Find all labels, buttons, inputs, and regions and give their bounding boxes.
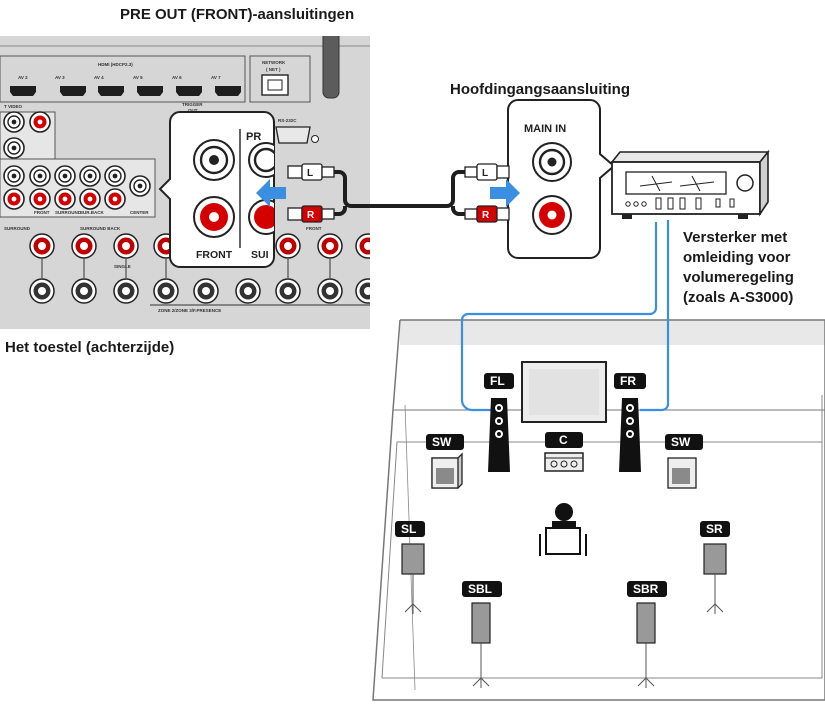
plug-label-r: R [482, 210, 490, 221]
jack-label: FRONT [34, 210, 50, 215]
main-in-label: MAIN IN [524, 123, 566, 135]
surround-label: SURROUND [4, 226, 31, 231]
network-sub-label: ( NET ) [266, 67, 281, 72]
main-in-red-jack [532, 195, 572, 235]
hdmi-ports [10, 86, 241, 96]
hdmi-label: AV 5 [133, 75, 143, 80]
callout-red-jack [193, 196, 235, 238]
rca-cable: L R L R [287, 163, 510, 223]
hdmi-label: AV 2 [18, 75, 28, 80]
hdmi-label: AV 7 [211, 75, 221, 80]
callout-header: PR [246, 131, 261, 143]
hdmi-label: AV 4 [94, 75, 104, 80]
room-layout [372, 319, 825, 701]
speaker-sw-right: SW [665, 434, 703, 489]
speaker-wires [460, 220, 670, 412]
front-speaker-label: FRONT [306, 226, 322, 231]
speaker-sl: SL [395, 521, 425, 614]
rs232c-label: RS-232C [278, 118, 297, 123]
amplifier-caption-line: Versterker met [683, 229, 788, 246]
cable-plug-right-red: R [464, 205, 510, 223]
zone-label: ZONE 2/ZONE 3/F.PRESENCE [158, 308, 221, 313]
cable-plug-left-red: R [287, 205, 335, 223]
speaker-sbl: SBL [462, 581, 502, 688]
arrow-left-icon [256, 179, 286, 207]
trigger-out-label: OUT [188, 108, 198, 113]
speaker-fr: FR [614, 373, 646, 472]
speaker-label-c: C [559, 433, 568, 447]
rs232c-port [275, 126, 311, 144]
volume-knob [736, 174, 754, 192]
speaker-label-sbr: SBR [633, 582, 659, 596]
amplifier [610, 149, 770, 219]
hdmi-label: AV 6 [172, 75, 182, 80]
speaker-label-sw: SW [671, 435, 691, 449]
speaker-c: C [544, 432, 584, 472]
amplifier-caption-line: volumeregeling [683, 269, 794, 286]
cable-plug-right-white: L [464, 163, 510, 181]
amplifier-caption-line: (zoals A-S3000) [683, 289, 794, 306]
listener-icon [539, 503, 587, 556]
plug-label-l: L [482, 168, 488, 179]
vu-meter [625, 171, 727, 195]
speaker-sw-left: SW [426, 434, 464, 489]
speaker-label-sw: SW [432, 435, 452, 449]
pre-out-zoom-callout: PR FRONT SUI [158, 111, 275, 268]
receiver-rear-panel: HDMI (HDCP2.3) AV 2 AV 3 AV 4 AV 5 AV 6 … [0, 36, 370, 329]
video-label: T VIDEO [4, 104, 23, 109]
speaker-fl: FL [484, 373, 514, 472]
speaker-label-sr: SR [706, 522, 723, 536]
device-rear-caption: Het toestel (achterzijde) [5, 339, 175, 356]
callout-clipped-label: SUI [251, 249, 269, 261]
antenna-icon [322, 36, 340, 99]
surround-back-label: SURROUND BACK [80, 226, 121, 231]
speaker-label-fr: FR [620, 374, 636, 388]
speaker-sbr: SBR [627, 581, 667, 688]
amplifier-caption-line: omleiding voor [683, 249, 791, 266]
hdmi-label: AV 3 [55, 75, 65, 80]
network-label: NETWORK [262, 60, 286, 65]
plug-label-l: L [307, 168, 313, 179]
trigger-label: TRIGGER [182, 102, 203, 107]
callout-front-label: FRONT [196, 249, 233, 261]
hdmi-header: HDMI (HDCP2.3) [98, 62, 133, 67]
pre-out-caption: PRE OUT (FRONT)-aansluitingen [120, 6, 355, 23]
main-in-panel: MAIN IN [507, 99, 616, 259]
jack-label: CENTER [130, 210, 149, 215]
speaker-sr: SR [700, 521, 730, 614]
main-in-white-jack [532, 142, 572, 182]
arrow-right-icon [490, 179, 520, 207]
speaker-label-sl: SL [401, 522, 416, 536]
callout-white-jack [193, 139, 235, 181]
plug-label-r: R [307, 210, 315, 221]
jack-label: SURROUND [55, 210, 82, 215]
cable-plug-left-white: L [287, 163, 335, 181]
single-speaker-label: SINGLE [114, 264, 131, 269]
speaker-label-sbl: SBL [468, 582, 492, 596]
speaker-label-fl: FL [490, 374, 505, 388]
main-input-caption: Hoofdingangsaansluiting [450, 81, 630, 98]
jack-label: SUR.BACK [80, 210, 105, 215]
